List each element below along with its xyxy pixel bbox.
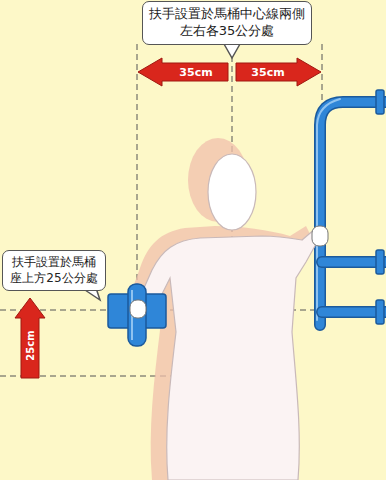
person-head [208, 154, 256, 230]
grab-bar-tube [320, 102, 386, 325]
bar-tube [128, 284, 146, 346]
fixed-grab-bar [317, 99, 386, 325]
wall-flange [376, 250, 384, 274]
callout-text: 扶手設置於馬桶座上方25公分處 [8, 255, 100, 286]
grab-bar-highlight [317, 99, 340, 320]
hand [130, 300, 146, 318]
flip-up-grab-bar [108, 284, 166, 346]
dimension-arrow [15, 298, 45, 378]
dimension-arrow [236, 58, 321, 86]
dimension-label: 35cm [251, 66, 284, 79]
callout-tail [224, 44, 240, 58]
person-body [136, 228, 324, 480]
dimension-label: 25cm [24, 330, 35, 360]
guide-lines [0, 44, 386, 480]
wall-flange [376, 90, 384, 114]
callout-box: 扶手設置於馬桶中心線兩側左右各35公分處 [142, 1, 312, 45]
dimension-arrow [138, 58, 228, 86]
hand [312, 226, 328, 246]
grab-bar-tube [320, 102, 386, 325]
callout-text: 扶手設置於馬桶中心線兩側左右各35公分處 [148, 6, 306, 40]
callout-box: 扶手設置於馬桶座上方25公分處 [2, 250, 106, 291]
wall-flange [376, 300, 384, 324]
dimension-label: 35cm [179, 66, 212, 79]
wall-flanges [376, 90, 384, 324]
